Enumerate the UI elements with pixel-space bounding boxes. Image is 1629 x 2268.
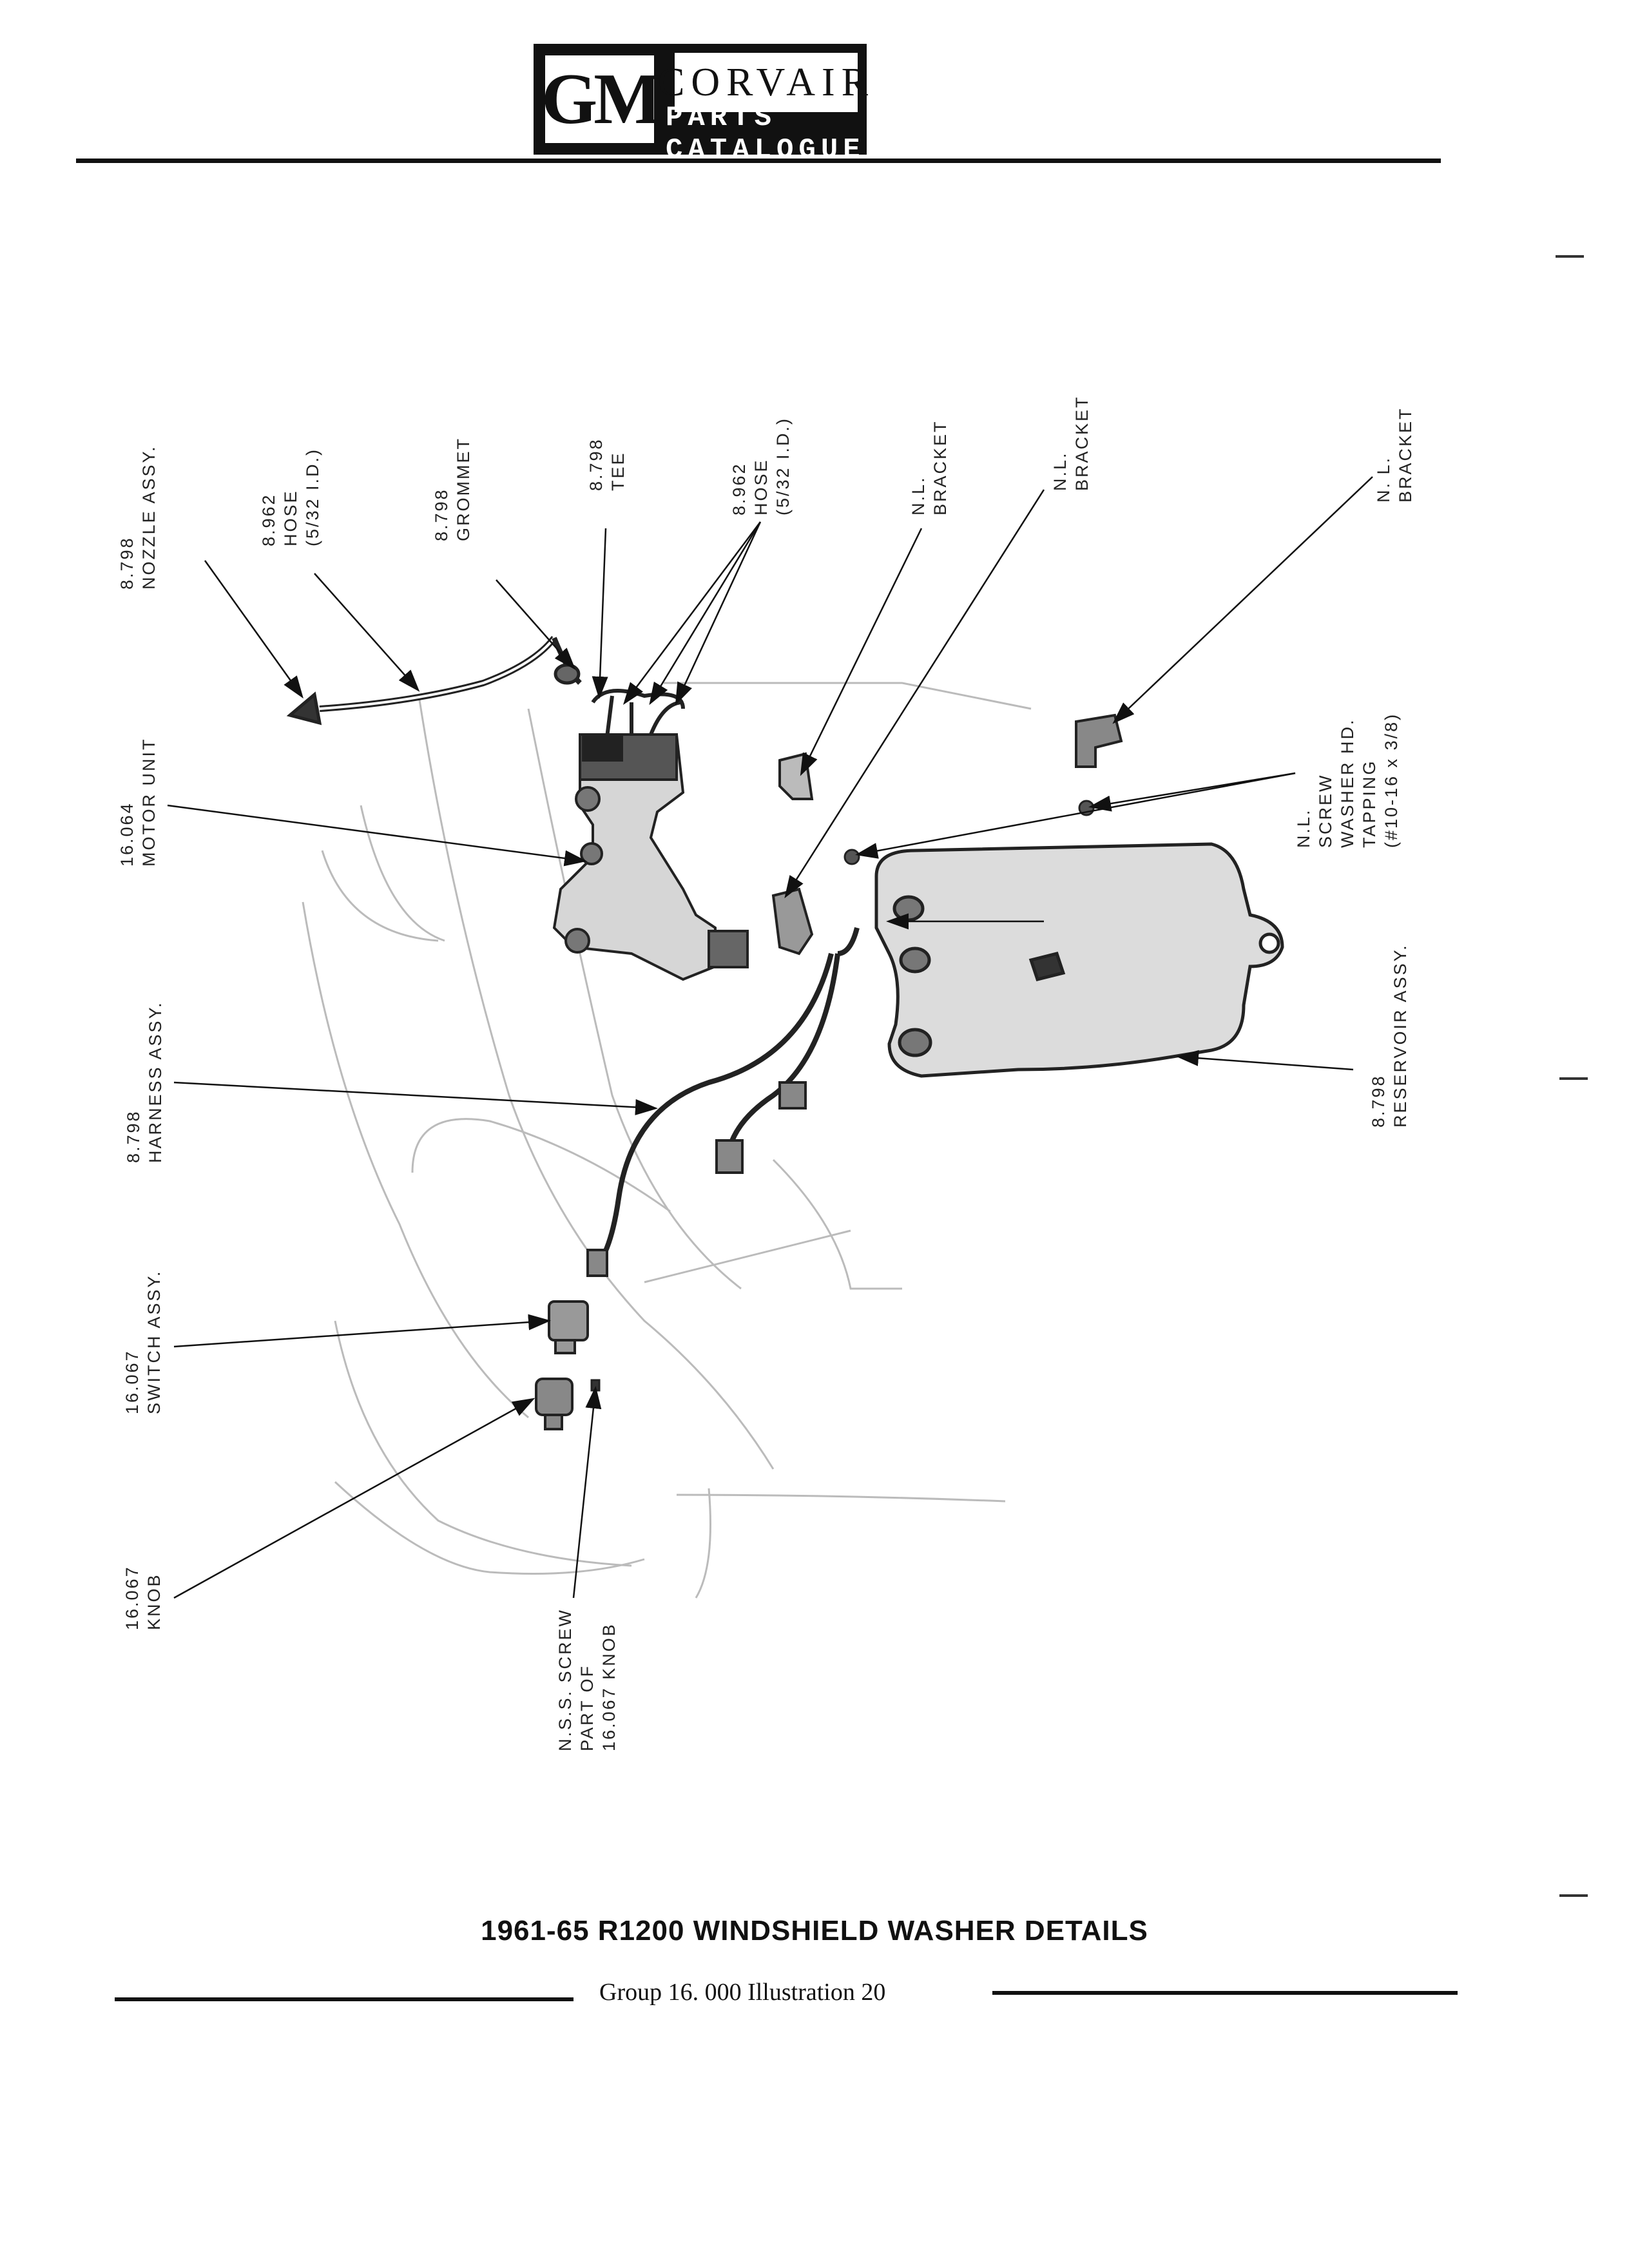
leader-lines: [167, 476, 1373, 1599]
label-harness-part: 8.798: [124, 1110, 143, 1163]
label-hose-2-size: (5/32 I.D.): [773, 416, 793, 515]
label-nozzle-part: 8.798: [117, 536, 137, 590]
label-motor-unit: 16.064 MOTOR UNIT: [116, 738, 160, 867]
label-nozzle-name: NOZZLE ASSY.: [139, 445, 159, 590]
label-screw-desc: WASHER HD.: [1338, 718, 1357, 848]
label-reservoir-name: RESERVOIR ASSY.: [1391, 943, 1410, 1128]
label-tee-name: TEE: [608, 451, 628, 491]
label-reservoir-assy: 8.798 RESERVOIR ASSY.: [1367, 943, 1411, 1128]
footer-reference: Group 16. 000 Illustration 20: [599, 1979, 886, 2006]
label-nss-desc: PART OF: [577, 1664, 597, 1751]
label-screw-size: (#10-16 x 3/8): [1382, 712, 1401, 848]
label-nozzle-assy: 8.798 NOZZLE ASSY.: [116, 445, 160, 590]
label-motor-part: 16.064: [117, 802, 137, 867]
label-bracket-1-name: BRACKET: [930, 419, 950, 515]
motor-unit: [552, 733, 749, 981]
title-box: CORVAIR PARTS CATALOGUE: [658, 44, 868, 166]
label-screw-part: N.L.: [1294, 808, 1313, 848]
figure-caption: 1961-65 R1200 WINDSHIELD WASHER DETAILS: [481, 1915, 1148, 1946]
label-knob-name: KNOB: [144, 1573, 164, 1630]
label-harness-name: HARNESS ASSY.: [146, 1001, 165, 1163]
label-nss-screw: N.S.S. SCREW PART OF 16.067 KNOB: [554, 1608, 620, 1751]
label-tee: 8.798 TEE: [585, 437, 629, 491]
label-nss-name: N.S.S. SCREW: [555, 1608, 575, 1751]
label-switch-part: 16.067: [122, 1349, 142, 1414]
label-hose-2-name: HOSE: [751, 458, 771, 515]
label-bracket-3-name: BRACKET: [1396, 407, 1415, 503]
label-hose-2-part: 8.962: [729, 462, 749, 515]
label-switch-assy: 16.067 SWITCH ASSY.: [121, 1269, 165, 1414]
label-tee-part: 8.798: [586, 437, 606, 491]
nss-screw: [590, 1379, 601, 1392]
body-outline: [302, 682, 1032, 1599]
label-hose-1-size: (5/32 I.D.): [303, 447, 322, 546]
label-bracket-1: N.L. BRACKET: [907, 419, 951, 515]
label-knob: 16.067 KNOB: [121, 1565, 165, 1630]
label-reservoir-part: 8.798: [1369, 1074, 1388, 1128]
edge-mark-bottom: [1559, 1894, 1588, 1897]
label-screw-type: TAPPING: [1360, 759, 1379, 848]
label-screw: N.L. SCREW WASHER HD. TAPPING (#10-16 x …: [1293, 713, 1402, 848]
label-bracket-2: N.L. BRACKET: [1049, 395, 1093, 491]
bracket-right: [1075, 713, 1123, 768]
edge-mark-top: [1556, 255, 1584, 258]
label-knob-part: 16.067: [122, 1565, 142, 1630]
label-switch-name: SWITCH ASSY.: [144, 1269, 164, 1414]
label-hose-2: 8.962 HOSE (5/32 I.D.): [728, 417, 794, 515]
label-hose-1: 8.962 HOSE (5/32 I.D.): [258, 448, 323, 546]
gm-logo: GM: [534, 44, 666, 155]
label-bracket-3-part: N. L.: [1374, 456, 1393, 503]
label-harness-assy: 8.798 HARNESS ASSY.: [122, 1001, 166, 1163]
edge-mark-middle: [1559, 1077, 1588, 1080]
harness-plugs: [586, 1081, 807, 1277]
label-bracket-2-name: BRACKET: [1072, 395, 1092, 491]
label-grommet: 8.798 GROMMET: [430, 437, 474, 541]
bracket-mid: [771, 887, 814, 956]
label-grommet-name: GROMMET: [454, 437, 473, 541]
label-hose-1-part: 8.962: [259, 493, 278, 546]
label-nss-part: 16.067 KNOB: [599, 1622, 619, 1751]
label-screw-name: SCREW: [1316, 773, 1335, 849]
label-grommet-part: 8.798: [432, 488, 451, 541]
gm-logo-text: GM: [541, 55, 662, 143]
label-bracket-1-part: N.L.: [909, 476, 928, 515]
label-motor-name: MOTOR UNIT: [139, 737, 159, 867]
catalogue-header: GM CORVAIR PARTS CATALOGUE: [534, 44, 985, 166]
label-bracket-2-part: N.L.: [1050, 451, 1070, 491]
catalogue-title: CORVAIR: [658, 53, 868, 112]
switch-assy: [548, 1300, 589, 1354]
nozzle-assy: [286, 635, 582, 726]
label-hose-1-name: HOSE: [281, 489, 300, 546]
knob: [535, 1378, 574, 1430]
reservoir-assy: [874, 842, 1284, 1078]
header-rule: [76, 159, 1441, 163]
footer-rule-right: [992, 1991, 1458, 1995]
label-bracket-3: N. L. BRACKET: [1373, 407, 1416, 503]
footer-rule-left: [115, 1997, 574, 2001]
